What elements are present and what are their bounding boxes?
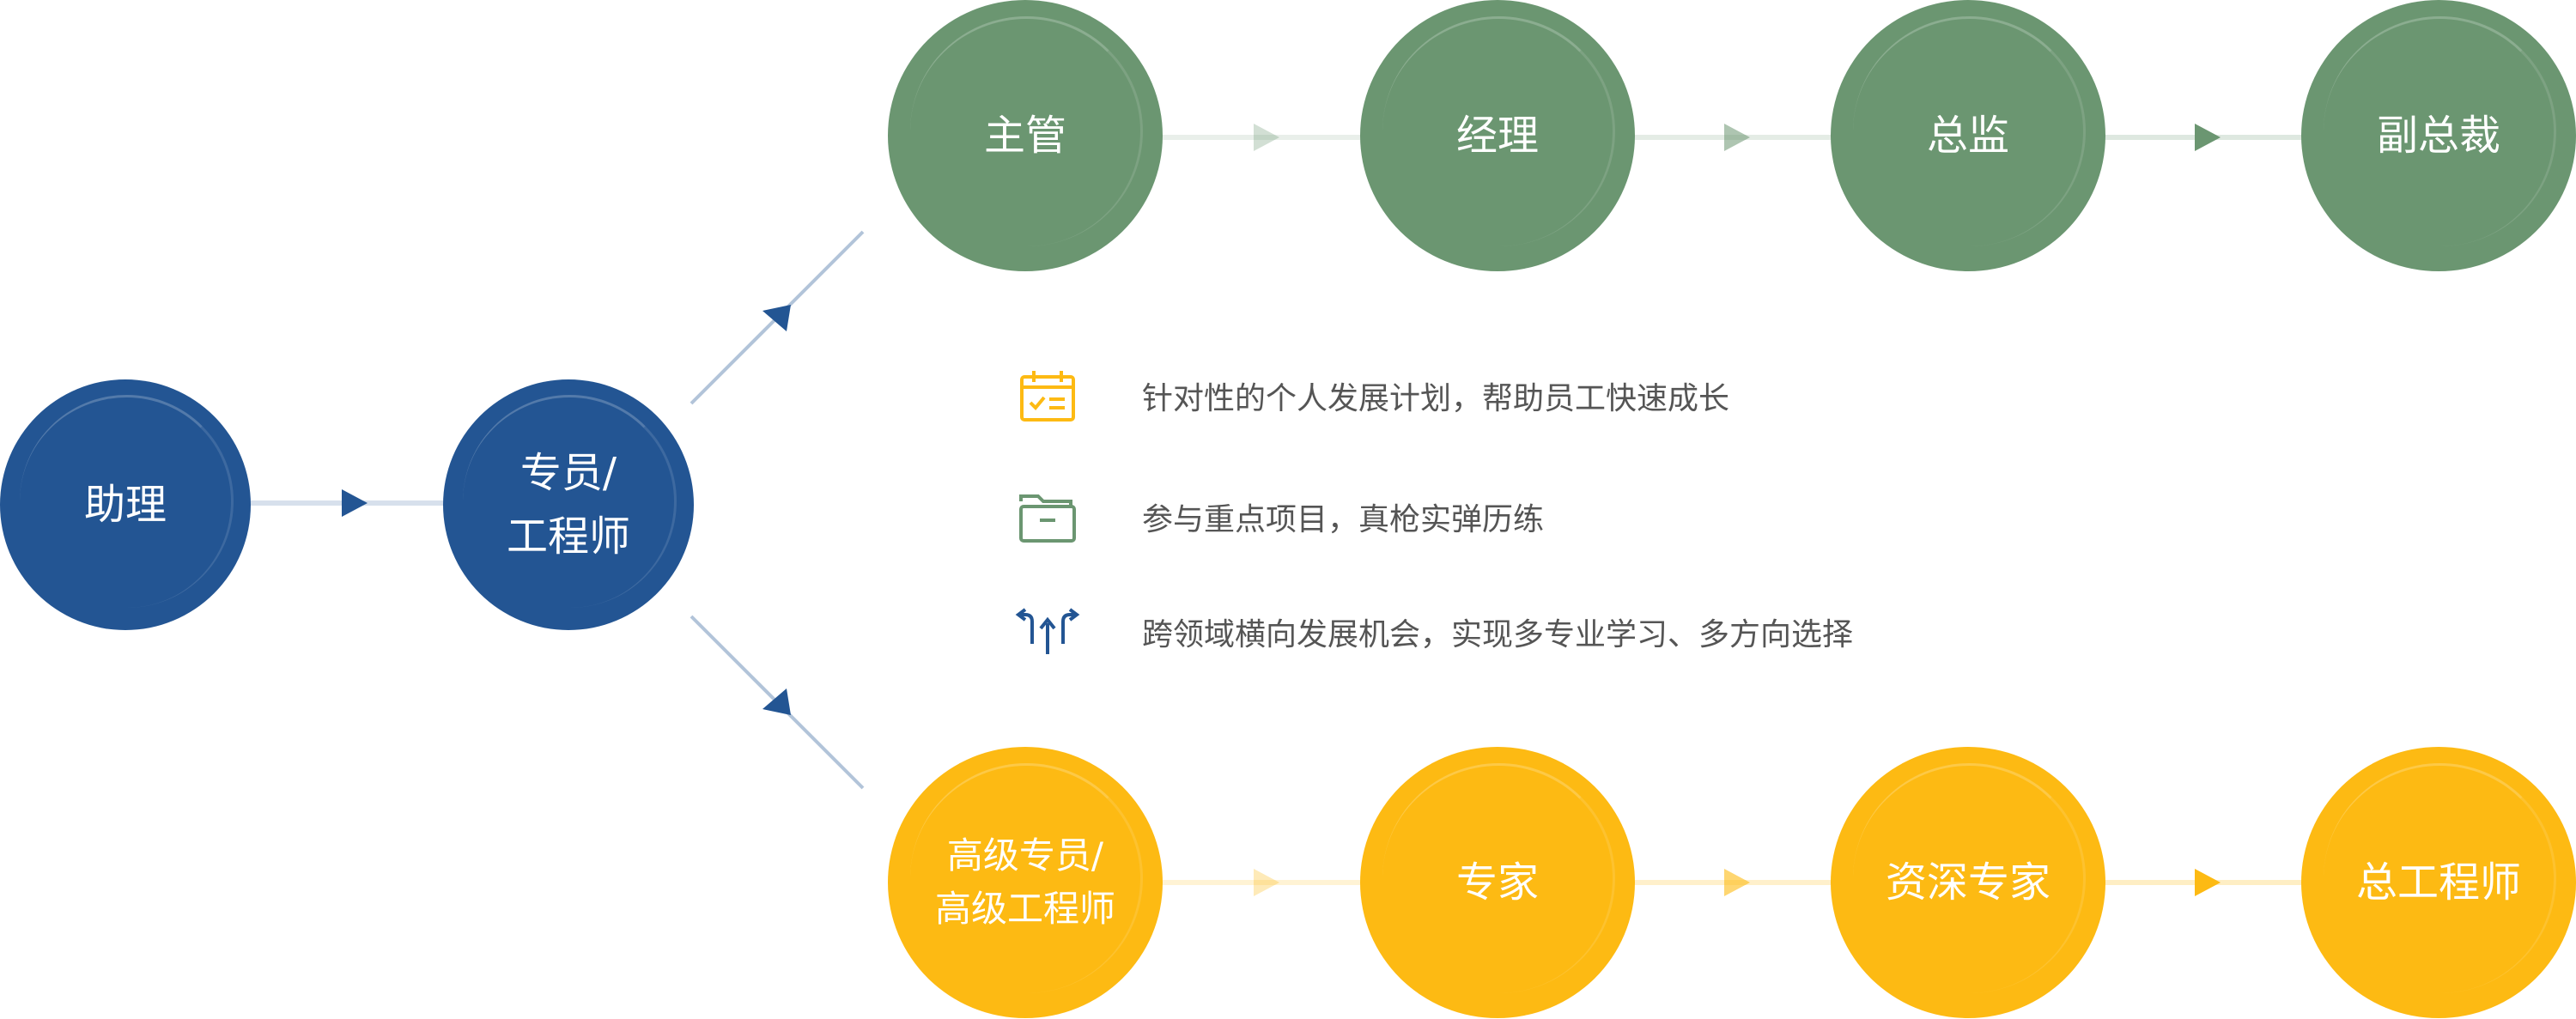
node-supervisor: 主管: [888, 0, 1163, 271]
arrow-branch-up: [762, 305, 791, 331]
node-label: 专家: [1455, 858, 1539, 907]
arrow-mgmt-2: [1724, 124, 1750, 151]
node-senior-expert: 资深专家: [1831, 747, 2105, 1018]
arrow-expert-1: [1254, 869, 1279, 896]
benefit-item-key-projects: 参与重点项目，真枪实弹历练: [1013, 482, 2129, 551]
node-expert: 专家: [1360, 747, 1635, 1018]
node-label: 助理: [83, 481, 167, 529]
benefit-item-cross-domain: 跨领域横向发展机会，实现多专业学习、多方向选择: [1013, 597, 2129, 666]
node-director: 总监: [1831, 0, 2105, 271]
node-label: 经理: [1455, 112, 1539, 160]
node-manager: 经理: [1360, 0, 1635, 271]
benefit-text: 跨领域横向发展机会，实现多专业学习、多方向选择: [1142, 617, 1854, 652]
node-senior-specialist-engineer: 高级专员/ 高级工程师: [888, 747, 1163, 1018]
branching-arrows-icon: [1013, 597, 1082, 666]
node-label: 专员/ 工程师: [506, 449, 630, 561]
benefit-text: 针对性的个人发展计划，帮助员工快速成长: [1142, 381, 1730, 416]
node-specialist-engineer: 专员/ 工程师: [443, 379, 694, 630]
arrow-mgmt-1: [1254, 124, 1279, 151]
benefit-item-development-plan: 针对性的个人发展计划，帮助员工快速成长: [1013, 361, 2129, 430]
node-chief-engineer: 总工程师: [2301, 747, 2576, 1018]
arrow-mgmt-3: [2195, 124, 2221, 151]
benefit-text: 参与重点项目，真枪实弹历练: [1142, 502, 1545, 537]
node-label: 资深专家: [1885, 858, 2050, 907]
arrow-assistant-to-specialist: [342, 489, 368, 517]
node-vice-president: 副总裁: [2301, 0, 2576, 271]
arrow-expert-3: [2195, 869, 2221, 896]
node-label: 总监: [1926, 112, 2009, 160]
arrow-branch-down: [762, 688, 791, 715]
arrow-expert-2: [1724, 869, 1750, 896]
node-label: 总工程师: [2355, 858, 2521, 907]
calendar-check-icon: [1013, 361, 1082, 430]
node-label: 副总裁: [2376, 112, 2500, 160]
node-assistant: 助理: [0, 379, 251, 630]
node-label: 主管: [983, 112, 1066, 160]
node-label: 高级专员/ 高级工程师: [934, 834, 1115, 930]
folder-icon: [1013, 482, 1082, 551]
